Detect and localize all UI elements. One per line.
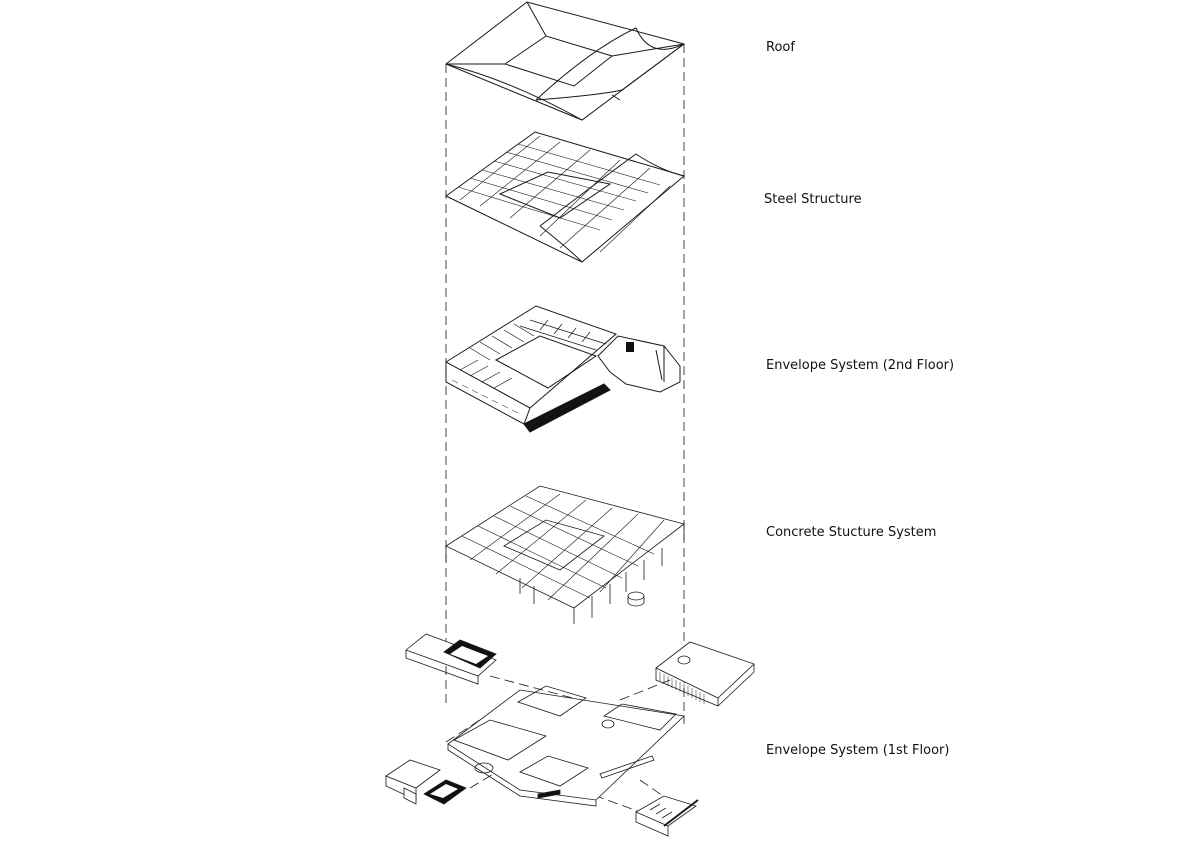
roof-label: Roof	[766, 40, 795, 55]
dashed-guide-lines	[445, 44, 685, 724]
concrete-structure-layer	[445, 485, 685, 624]
envelope-1st-floor-layer	[385, 633, 755, 837]
steel-structure-layer	[445, 131, 686, 263]
concrete-structure-label: Concrete Stucture System	[766, 525, 937, 540]
steel-structure-label: Steel Structure	[764, 192, 862, 207]
roof-layer	[445, 1, 686, 121]
envelope-2nd-floor-label: Envelope System (2nd Floor)	[766, 358, 955, 373]
envelope-2nd-floor-layer	[445, 305, 681, 433]
envelope-1st-floor-label: Envelope System (1st Floor)	[766, 743, 950, 758]
